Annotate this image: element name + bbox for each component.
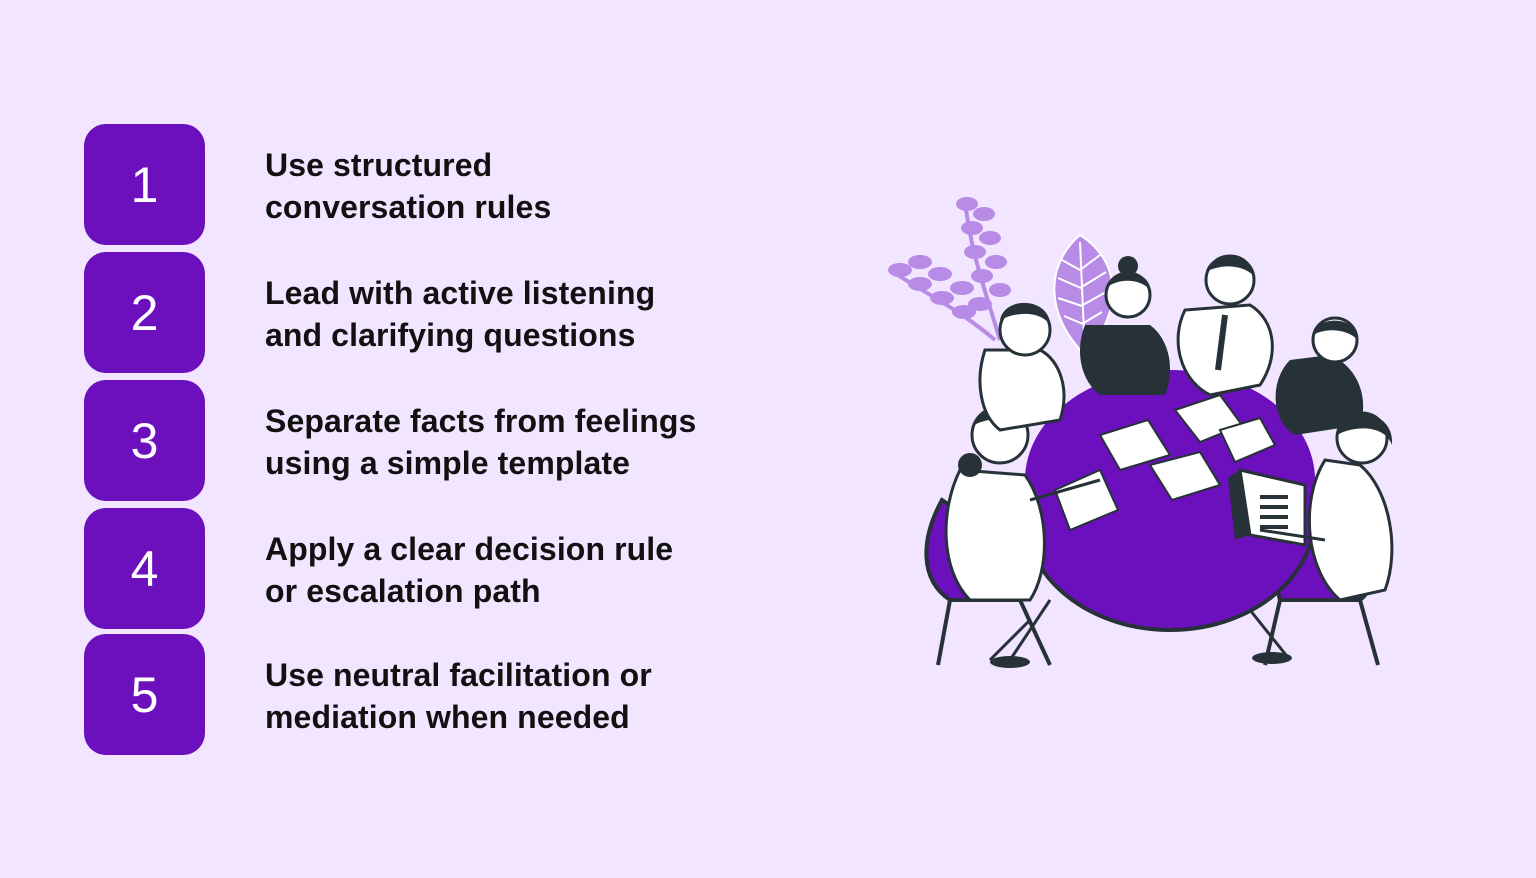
person-icon	[978, 302, 1066, 432]
step-item-1: 1 Use structured conversation rules	[84, 124, 784, 245]
meeting-table-illustration	[880, 180, 1420, 680]
step-number-badge: 4	[84, 508, 205, 629]
step-text-line: conversation rules	[265, 189, 552, 225]
step-text: Use structured conversation rules	[265, 144, 785, 228]
step-text-line: mediation when needed	[265, 699, 630, 735]
step-item-2: 2 Lead with active listening and clarify…	[84, 252, 784, 373]
step-text-line: using a simple template	[265, 445, 631, 481]
step-text: Use neutral facilitation or mediation wh…	[265, 654, 785, 738]
step-text-line: Apply a clear decision rule	[265, 531, 674, 567]
step-number-badge: 2	[84, 252, 205, 373]
step-text: Separate facts from feelings using a sim…	[265, 400, 785, 484]
step-number-badge: 1	[84, 124, 205, 245]
step-text-line: Use neutral facilitation or	[265, 657, 652, 693]
laptop-icon	[1228, 468, 1307, 547]
papers	[1053, 393, 1277, 532]
step-number-badge: 3	[84, 380, 205, 501]
person-icon	[1176, 254, 1274, 397]
person-icon	[1275, 316, 1364, 435]
people	[944, 254, 1394, 668]
step-item-4: 4 Apply a clear decision rule or escalat…	[84, 508, 784, 629]
step-number-badge: 5	[84, 634, 205, 755]
step-text-line: and clarifying questions	[265, 317, 636, 353]
step-text: Apply a clear decision rule or escalatio…	[265, 528, 785, 612]
person-icon	[1248, 411, 1394, 664]
step-text-line: or escalation path	[265, 573, 541, 609]
step-item-3: 3 Separate facts from feelings using a s…	[84, 380, 784, 501]
step-text: Lead with active listening and clarifyin…	[265, 272, 785, 356]
step-item-5: 5 Use neutral facilitation or mediation …	[84, 634, 784, 755]
person-icon	[1080, 256, 1170, 395]
step-text-line: Lead with active listening	[265, 275, 656, 311]
step-text-line: Use structured	[265, 147, 493, 183]
step-text-line: Separate facts from feelings	[265, 403, 697, 439]
